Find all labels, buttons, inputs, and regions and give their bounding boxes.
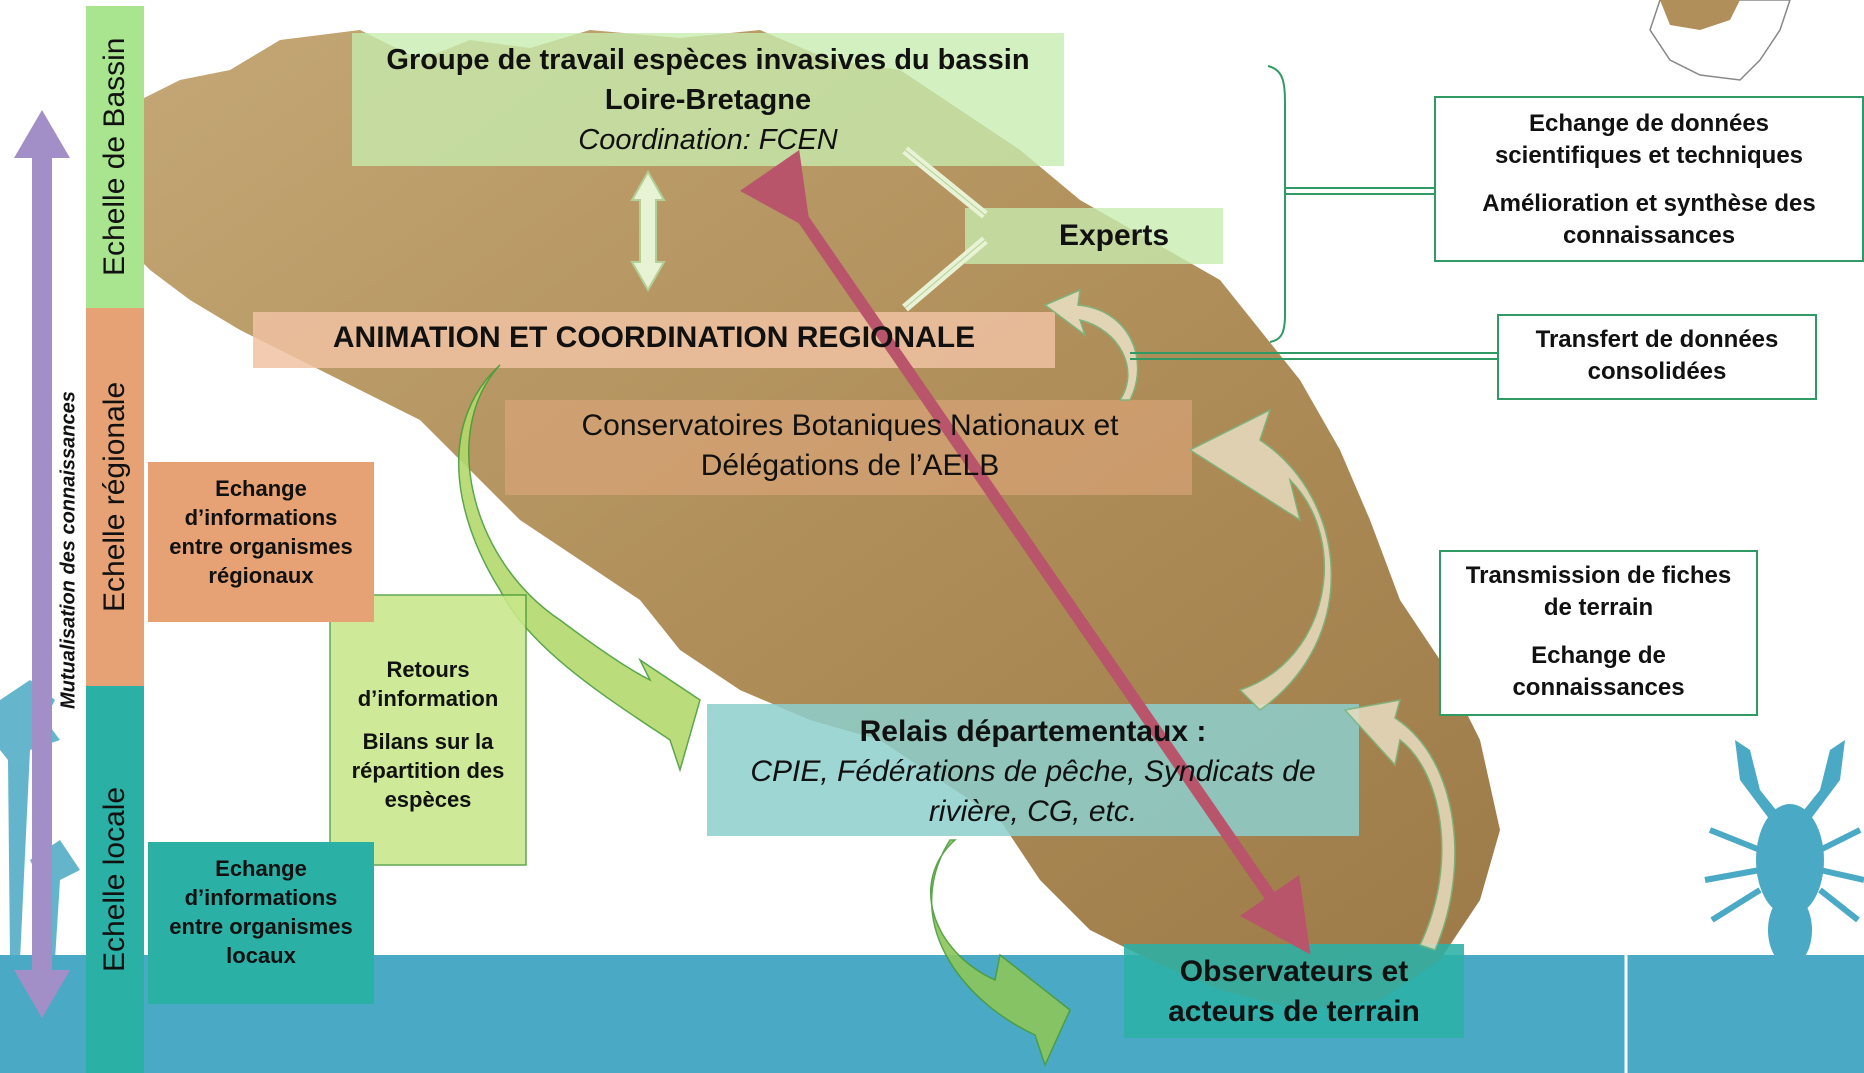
brace-right (1267, 65, 1286, 343)
axis-label: Mutualisation des connaissances (57, 391, 80, 709)
retours-line2: Bilans sur la répartition des espèces (351, 729, 505, 812)
relais-box: Relais départementaux : CPIE, Fédération… (707, 712, 1359, 836)
echange-local-box: Echange d’informations entre organismes … (169, 856, 353, 968)
note-transfert: Transfert de données consolidées (1497, 314, 1817, 400)
groupe-subtitle: Coordination: FCEN (578, 124, 838, 156)
green-arrow-animation-relais (457, 364, 701, 773)
crayfish-silhouette (1704, 740, 1864, 966)
retours-line1: Retours d’information (357, 657, 499, 711)
relais-title: Relais départementaux : (859, 715, 1207, 748)
band-bassin (86, 6, 144, 308)
animation-box: ANIMATION ET COORDINATION REGIONALE (332, 321, 976, 354)
groupe-title: Groupe de travail espèces invasives du b… (386, 44, 1030, 116)
observateurs-box: Observateurs et acteurs de terrain (1168, 955, 1420, 1028)
note-transmission-line2: Echange de connaissances (1512, 642, 1685, 701)
echange-local-bg (148, 842, 374, 1004)
groupe-box-bg (352, 33, 1064, 166)
long-red-arrow (739, 149, 1311, 955)
axis-arrow (14, 110, 70, 1018)
relais-subtitle: CPIE, Fédérations de pêche, Syndicats de… (750, 755, 1316, 828)
arrow-observateurs-relais (1343, 699, 1456, 951)
green-arrow-relais-observateurs (930, 839, 1071, 1068)
echange-regional-bg (148, 462, 374, 622)
experts-box: Experts (1058, 219, 1170, 252)
inset-basin-highlight (1660, 0, 1740, 30)
groupe-box: Groupe de travail espèces invasives du b… (352, 40, 1064, 166)
conservatoires-box: Conservatoires Botaniques Nationaux et D… (581, 409, 1119, 482)
retours-box-bg (329, 594, 527, 866)
note-scientifique: Echange de données scientifiques et tech… (1434, 96, 1864, 262)
arrow-conservatoires-animation (1043, 288, 1139, 401)
note-transmission-line1: Transmission de fiches de terrain (1465, 562, 1732, 621)
band-regionale (86, 308, 144, 686)
retours-box: Retours d’information Bilans sur la répa… (330, 645, 526, 865)
arrow-relais-conservatoires (1188, 408, 1332, 711)
band-locale (86, 686, 144, 1073)
observateurs-box-bg (1124, 944, 1464, 1038)
scale-label-bassin: Echelle de Bassin (98, 37, 131, 277)
note-transmission: Transmission de fiches de terrain Echang… (1439, 550, 1758, 716)
note-scientifique-line2: Amélioration et synthèse des connaissanc… (1482, 190, 1816, 249)
note-scientifique-line1: Echange de données scientifiques et tech… (1494, 110, 1804, 169)
double-arrow-vertical (630, 169, 666, 293)
scale-label-locale: Echelle locale (98, 786, 131, 973)
scale-label-regionale: Echelle régionale (98, 381, 131, 613)
echange-regional-box: Echange d’informations entre organismes … (169, 476, 353, 588)
